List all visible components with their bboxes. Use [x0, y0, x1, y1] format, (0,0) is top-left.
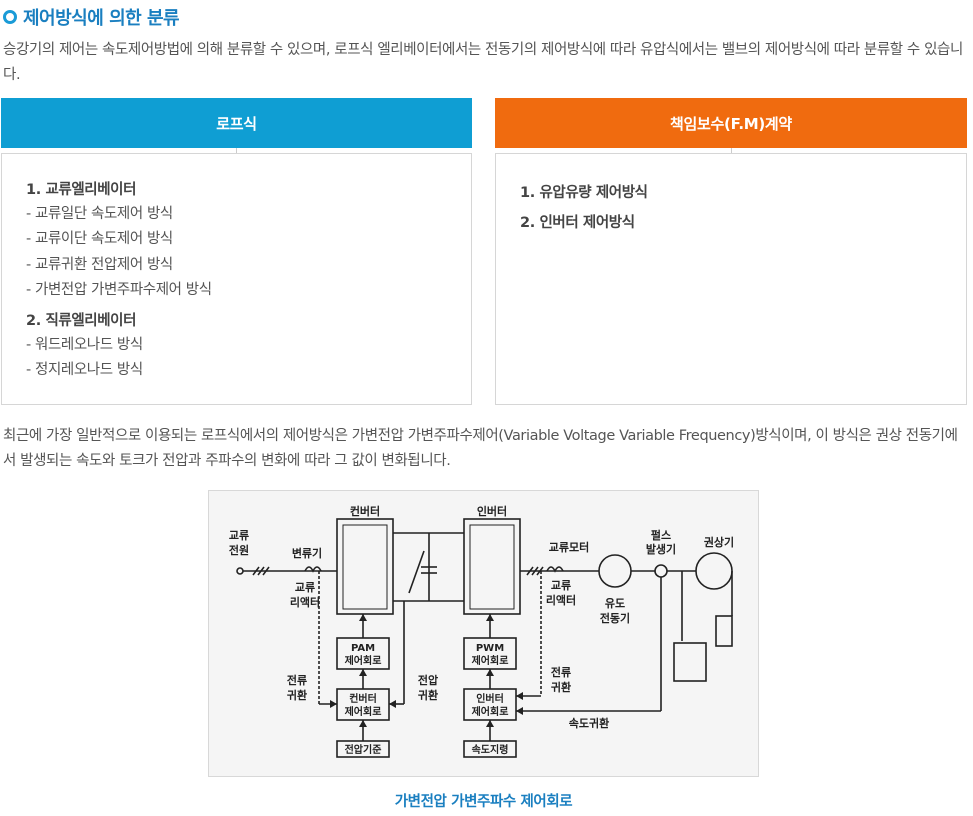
- figure-caption: 가변전압 가변주파수 제어회로: [394, 794, 573, 810]
- column-header-contract: 책임보수(F.M)계약: [495, 98, 967, 148]
- speed-cmd-label: 속도지령: [472, 743, 509, 756]
- hydraulic-method-list: 1. 유압유량 제어방식 2. 인버터 제어방식: [520, 178, 648, 238]
- list-item: 2. 인버터 제어방식: [520, 215, 635, 231]
- induction-motor-label: 전동기: [600, 611, 630, 625]
- inv-ctrl-label: 제어회로: [472, 705, 509, 718]
- list-item: 1. 유압유량 제어방식: [520, 185, 648, 201]
- list-group-title: 1. 교류엘리베이터: [26, 182, 137, 198]
- hoist-label: 권상기: [704, 535, 734, 549]
- current-fb-label: 귀환: [551, 680, 571, 694]
- list-item: - 교류귀환 전압제어 방식: [26, 256, 173, 273]
- section-heading: 제어방식에 의한 분류: [3, 4, 180, 30]
- circuit-diagram-svg: 컨버터 인버터 교류 전원 변류기 교류 리액터 교류모터 교류 리액터 펄스 …: [229, 504, 734, 758]
- inv-ctrl-label: 인버터: [476, 692, 504, 705]
- voltage-ref-label: 전압기준: [345, 743, 382, 756]
- divider-tick: [236, 148, 237, 154]
- induction-motor-label: 유도: [605, 597, 625, 610]
- voltage-fb-label: 전압: [418, 673, 438, 687]
- reactor-label: 교류: [551, 579, 571, 592]
- list-item: - 가변전압 가변주파수제어 방식: [26, 281, 212, 298]
- pwm-label: PWM: [476, 643, 504, 654]
- hydraulic-method-panel: 1. 유압유량 제어방식 2. 인버터 제어방식: [495, 153, 967, 405]
- list-group-title: 2. 직류엘리베이터: [26, 313, 137, 330]
- vvvf-circuit-diagram: 컨버터 인버터 교류 전원 변류기 교류 리액터 교류모터 교류 리액터 펄스 …: [208, 490, 759, 777]
- column-header-rope: 로프식: [1, 98, 472, 148]
- converter-label: 컨버터: [350, 504, 380, 518]
- list-item: - 정지레오나드 방식: [26, 362, 143, 379]
- reactor-label: 리액터: [546, 593, 576, 607]
- pulse-gen-label: 펄스: [651, 529, 671, 542]
- bullet-ring-icon: [3, 10, 17, 24]
- transformer-label: 변류기: [292, 546, 322, 560]
- inverter-label: 인버터: [477, 504, 507, 518]
- conv-ctrl-label: 제어회로: [345, 705, 382, 718]
- vvvf-description: 최근에 가장 일반적으로 이용되는 로프식에서의 제어방식은 가변전압 가변주파…: [3, 428, 958, 469]
- pam-label: 제어회로: [345, 654, 382, 667]
- current-fb-label: 전류: [551, 665, 571, 679]
- intro-text: 승강기의 제어는 속도제어방법에 의해 분류할 수 있으며, 로프식 엘리베이터…: [3, 42, 963, 83]
- list-item: - 교류이단 속도제어 방식: [26, 231, 173, 248]
- current-fb-label: 귀환: [287, 688, 307, 702]
- ac-power-label: 전원: [229, 543, 249, 557]
- section-title: 제어방식에 의한 분류: [23, 8, 180, 29]
- speed-fb-label: 속도귀환: [569, 716, 609, 730]
- rope-method-list: 1. 교류엘리베이터 - 교류일단 속도제어 방식 - 교류이단 속도제어 방식…: [26, 178, 212, 384]
- ac-motor-label: 교류모터: [549, 540, 589, 554]
- list-item: - 교류일단 속도제어 방식: [26, 206, 173, 222]
- ac-power-label: 교류: [229, 529, 249, 542]
- voltage-fb-label: 귀환: [418, 688, 438, 702]
- conv-ctrl-label: 컨버터: [349, 692, 377, 705]
- pwm-label: 제어회로: [472, 654, 509, 667]
- pulse-gen-label: 발생기: [646, 542, 676, 556]
- reactor-label: 리액터: [290, 595, 320, 609]
- current-fb-label: 전류: [287, 673, 307, 687]
- list-item: - 워드레오나드 방식: [26, 337, 143, 354]
- pam-label: PAM: [351, 643, 375, 654]
- divider-tick: [731, 148, 732, 154]
- reactor-label: 교류: [295, 581, 315, 594]
- rope-method-panel: 1. 교류엘리베이터 - 교류일단 속도제어 방식 - 교류이단 속도제어 방식…: [1, 153, 472, 405]
